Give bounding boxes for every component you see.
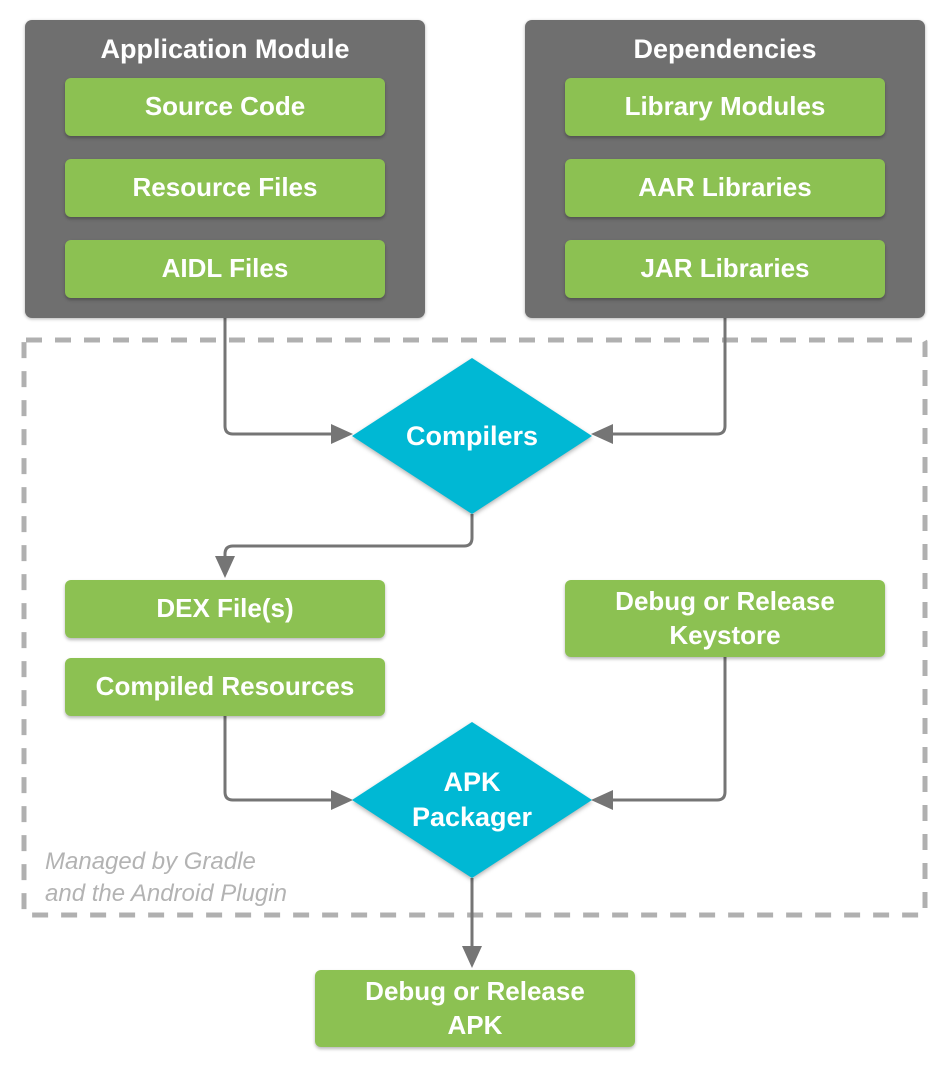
node-resource-files: Resource Files — [65, 159, 385, 217]
arrowhead-left-icon — [591, 790, 613, 810]
diamond-compilers — [352, 358, 592, 514]
gradle-region-border — [21, 337, 928, 918]
arrow-dependencies-to-compilers — [591, 318, 727, 444]
arrow-line — [611, 318, 727, 436]
node-dex-files: DEX File(s) — [65, 580, 385, 638]
arrowhead-left-icon — [591, 424, 613, 444]
diamond-compilers-label: Compilers — [405, 421, 539, 451]
node-source-code: Source Code — [65, 78, 385, 136]
group-title: Dependencies — [633, 34, 817, 64]
arrowhead-down-icon — [462, 946, 482, 968]
group-title: Application Module — [100, 34, 350, 64]
node-aidl-files: AIDL Files — [65, 240, 385, 298]
node-keystore: Debug or Release Keystore — [565, 580, 885, 657]
arrow-line — [223, 318, 333, 436]
arrowhead-right-icon — [331, 424, 353, 444]
gradle-caption: Managed by Gradle and the Android Plugin — [45, 848, 287, 907]
diamond-apk-packager — [352, 722, 592, 878]
node-output-apk: Debug or Release APK — [315, 970, 635, 1047]
arrow-line — [223, 716, 333, 802]
group-dependencies: Dependencies Library Modules AAR Librari… — [525, 20, 925, 318]
node-compiled-resources: Compiled Resources — [65, 658, 385, 716]
node-library-modules: Library Modules — [565, 78, 885, 136]
arrowhead-right-icon — [331, 790, 353, 810]
arrow-app-module-to-compilers — [223, 318, 353, 444]
arrow-line — [223, 514, 474, 557]
arrow-keystore-to-apk-packager — [591, 657, 727, 810]
node-jar-libraries: JAR Libraries — [565, 240, 885, 298]
group-application-module: Application Module Source Code Resource … — [25, 20, 425, 318]
arrow-compiled-resources-to-apk-packager — [223, 716, 353, 810]
node-aar-libraries: AAR Libraries — [565, 159, 885, 217]
arrowhead-down-icon — [215, 556, 235, 578]
arrow-compilers-to-dex — [215, 514, 474, 578]
diamond-apk-packager-label: APK Packager — [411, 767, 533, 833]
arrow-line — [611, 657, 727, 802]
arrow-apk-packager-to-apk — [462, 878, 482, 968]
